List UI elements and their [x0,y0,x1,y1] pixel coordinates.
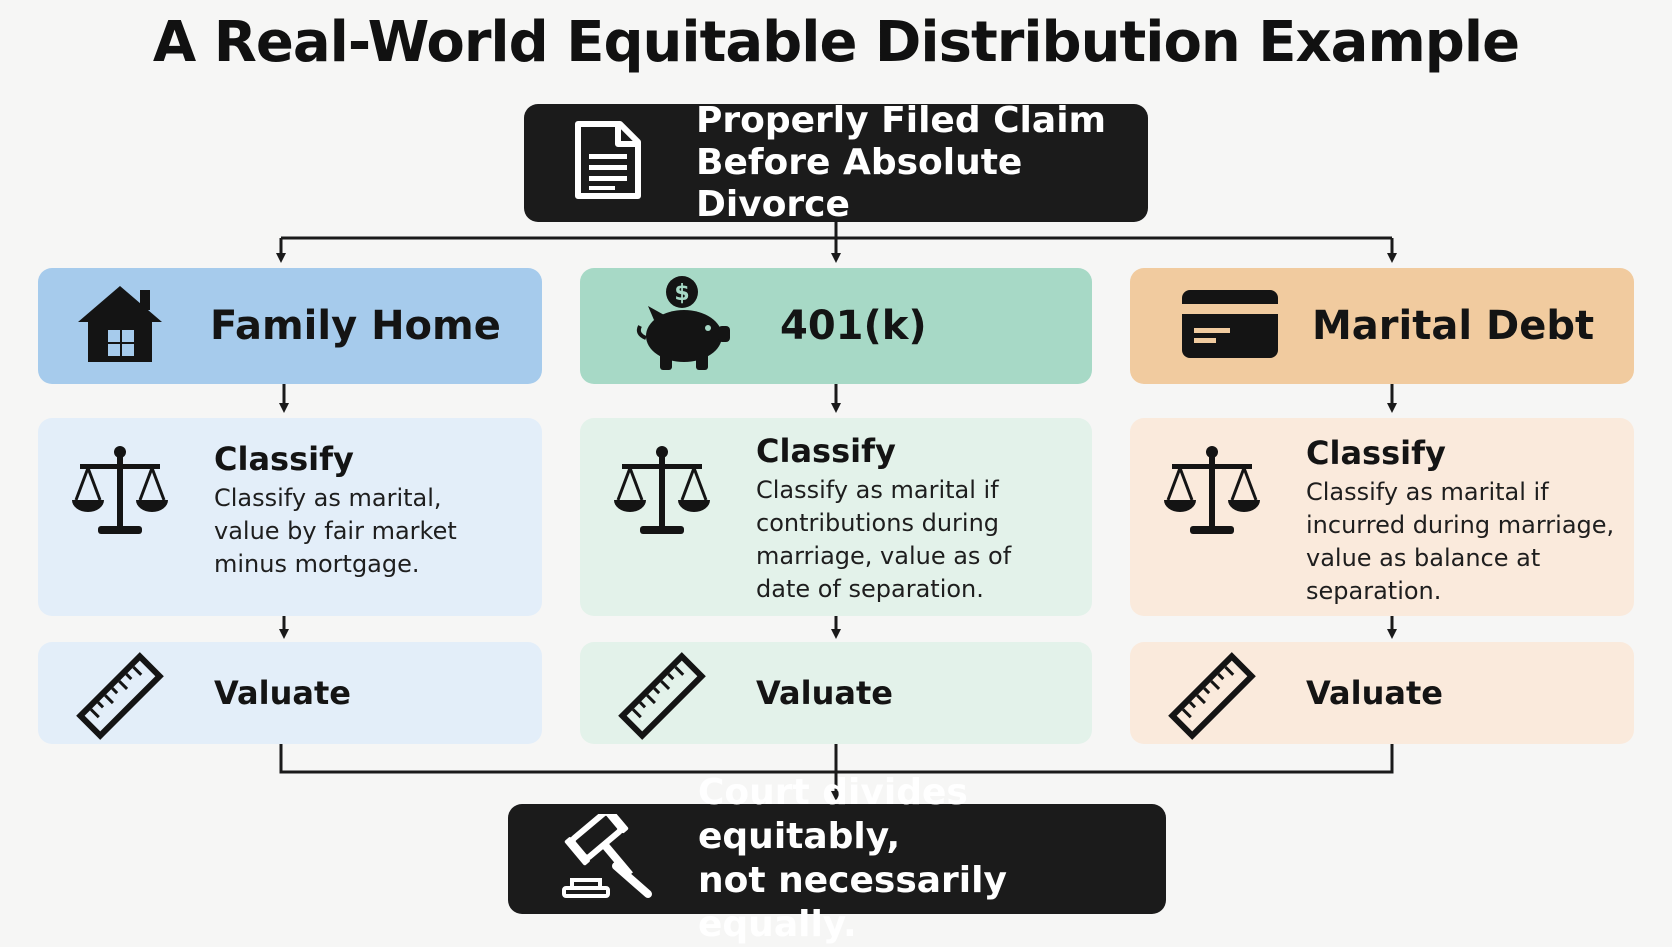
claim-text: Properly Filed Claim Before Absolute Div… [696,100,1107,225]
k401-classify-text: Classify as marital if contributions dur… [756,476,1012,603]
family-home-classify-heading: Classify [214,440,354,478]
court-box: Court divides equitably, not necessarily… [508,772,1166,945]
family-home-header: Family Home [38,268,542,384]
court-text: Court divides equitably, not necessarily… [698,772,1007,945]
marital-debt-valuate-card: Valuate [1130,642,1634,744]
family-home-classify-card: Classify Classify as marital, value by f… [38,418,542,616]
connector-merge-bar [279,744,1394,774]
scales-icon [72,444,168,542]
credit-card-icon [1182,290,1278,362]
k401-label: 401(k) [780,303,927,349]
family-home-valuate-card: Valuate [38,642,542,744]
scales-icon [614,444,710,542]
family-home-valuate-label: Valuate [214,674,351,712]
k401-classify-card: Classify Classify as marital if contribu… [580,418,1092,616]
piggy-bank-icon: $ [632,276,732,376]
marital-debt-header: Marital Debt [1130,268,1634,384]
claim-box: Properly Filed Claim Before Absolute Div… [524,100,1148,225]
marital-debt-classify-heading: Classify [1306,434,1446,472]
marital-debt-classify-text: Classify as marital if incurred during m… [1306,478,1615,605]
document-icon [572,120,644,206]
ruler-icon [1168,652,1256,744]
marital-debt-label: Marital Debt [1312,303,1595,349]
marital-debt-classify-card: Classify Classify as marital if incurred… [1130,418,1634,616]
k401-valuate-card: Valuate [580,642,1092,744]
family-home-classify-text: Classify as marital, value by fair marke… [214,484,457,578]
marital-debt-valuate-label: Valuate [1306,674,1443,712]
svg-text:$: $ [674,281,689,306]
family-home-label: Family Home [210,303,501,349]
page-title: A Real-World Equitable Distribution Exam… [152,10,1520,75]
ruler-icon [618,652,706,744]
house-icon [74,282,166,370]
k401-valuate-label: Valuate [756,674,893,712]
scales-icon [1164,444,1260,542]
k401-header: $ 401(k) [580,268,1092,384]
gavel-icon [560,805,658,904]
k401-classify-heading: Classify [756,432,896,470]
ruler-icon [76,652,164,744]
